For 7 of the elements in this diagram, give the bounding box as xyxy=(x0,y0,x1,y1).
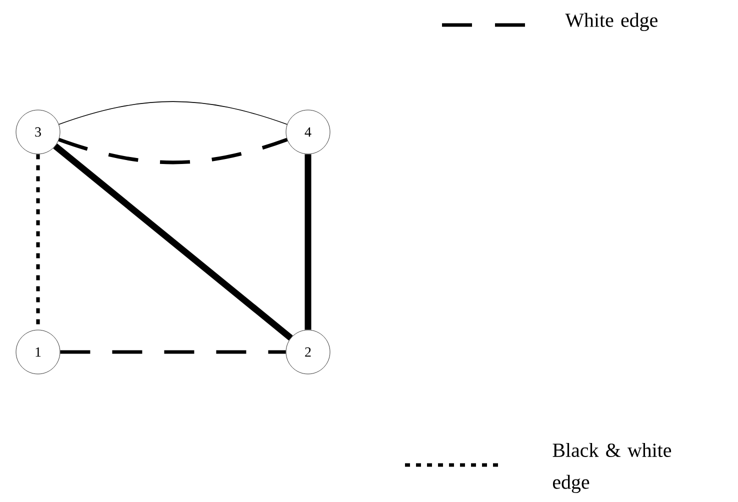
edge-line xyxy=(58,101,288,125)
legend-text: Black & white edge xyxy=(552,442,672,493)
edge-line xyxy=(58,138,288,164)
edge-line xyxy=(304,154,312,330)
edge-line xyxy=(53,144,293,340)
edge-line xyxy=(60,350,286,354)
legend-text: White edge xyxy=(565,12,658,32)
